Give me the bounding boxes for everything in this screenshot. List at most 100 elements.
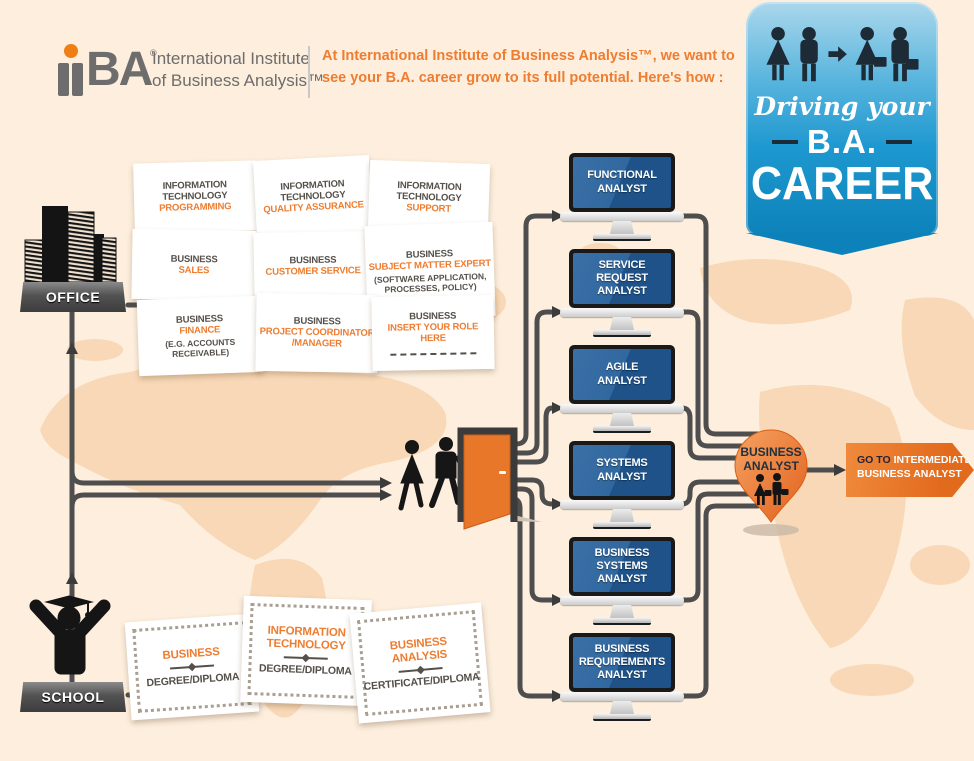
- note-role: FINANCE: [179, 324, 221, 337]
- monitor-foot: [593, 618, 651, 625]
- monitor-screen: SERVICE REQUEST ANALYST: [573, 253, 671, 304]
- monitor-screen: BUSINESS REQUIREMENTS ANALYST: [573, 637, 671, 688]
- monitor-bezel: BUSINESS REQUIREMENTS ANALYST: [569, 633, 675, 692]
- sticky-note-customer-service: BUSINESS CUSTOMER SERVICE: [253, 230, 373, 302]
- walking-people-icon: [398, 437, 467, 511]
- monitor-foot: [593, 714, 651, 721]
- logo-ba-text: BA: [86, 43, 153, 96]
- office-label: OFFICE: [45, 289, 101, 305]
- monitor-stand: [610, 221, 634, 234]
- org-name-line2: of Business Analysis™: [152, 71, 324, 91]
- pin-shape: [734, 429, 808, 523]
- people-promotion-icon: [766, 26, 919, 82]
- monitor-base: [560, 404, 684, 413]
- monitor-label: SERVICE REQUEST: [596, 258, 648, 284]
- monitor-stand: [610, 413, 634, 426]
- monitor-bezel: SYSTEMS ANALYST: [569, 441, 675, 500]
- pin-label-line1: BUSINESS: [740, 445, 801, 459]
- certificate-divider: [398, 664, 442, 675]
- monitor-systems-analyst: SYSTEMS ANALYST: [560, 441, 684, 529]
- sticky-note-insert-your-role: BUSINESS INSERT YOUR ROLE HERE: [371, 294, 495, 372]
- write-in-dash-line: [390, 352, 477, 356]
- monitor-screen: FUNCTIONAL ANALYST: [573, 157, 671, 208]
- monitor-foot: [593, 234, 651, 241]
- monitor-label: FUNCTIONAL: [587, 169, 657, 182]
- badge-career-text: CAREER: [750, 157, 934, 209]
- note-role: SUPPORT: [406, 202, 452, 215]
- sticky-note-project-coordinator: BUSINESS PROJECT COORDINATOR /MANAGER: [255, 292, 379, 374]
- iiba-logo: BA ®: [58, 42, 298, 100]
- graduate-icon: [29, 595, 111, 675]
- badge-ba-text: B.A.: [807, 123, 877, 160]
- open-door-icon: [463, 434, 511, 530]
- monitor-bezel: AGILE ANALYST: [569, 345, 675, 404]
- note-role: INSERT YOUR ROLE HERE: [387, 321, 479, 345]
- note-category: BUSINESS: [289, 254, 337, 266]
- door-floor-shadow: [510, 514, 542, 522]
- logo-i-bar: [72, 63, 83, 96]
- door-frame: [457, 427, 518, 522]
- sticky-note-sales: BUSINESS SALES: [131, 228, 257, 302]
- org-name: International Institute of Business Anal…: [152, 48, 324, 92]
- note-category: BUSINESS: [409, 310, 457, 323]
- monitor-label: ANALYST: [597, 285, 647, 298]
- monitor-label: SYSTEMS: [596, 457, 648, 470]
- monitor-screen: BUSINESS SYSTEMS ANALYST: [573, 541, 671, 592]
- cta-go-to: GO TO: [857, 454, 891, 466]
- school-banner: SCHOOL: [20, 682, 126, 712]
- cta-destination: INTERMEDIATE BUSINESS ANALYST: [857, 454, 972, 480]
- certificate-divider: [170, 662, 214, 672]
- monitor-stand: [610, 701, 634, 714]
- monitor-stand: [610, 317, 634, 330]
- intro-line2: see your B.A. career grow to its full po…: [322, 69, 724, 86]
- monitor-label: ANALYST: [597, 470, 647, 483]
- logo-orange-dot-icon: [64, 44, 78, 58]
- note-category: INFORMATION TECHNOLOGY: [162, 179, 228, 203]
- certificate-credential: CERTIFICATE/DIPLOMA: [363, 671, 481, 694]
- business-people-icon: [754, 473, 789, 505]
- monitor-service-request-analyst: SERVICE REQUEST ANALYST: [560, 249, 684, 337]
- note-sub: (SOFTWARE APPLICATION, PROCESSES, POLICY…: [373, 270, 487, 295]
- monitor-label: ANALYST: [597, 669, 647, 682]
- registered-mark: ®: [150, 48, 157, 58]
- badge-script-text: Driving your: [754, 92, 930, 121]
- business-analyst-pin: BUSINESS ANALYST: [734, 429, 808, 536]
- note-role: SALES: [178, 264, 210, 276]
- office-buildings-icon: [24, 206, 117, 283]
- monitor-base: [560, 212, 684, 221]
- monitor-label: ANALYST: [597, 182, 647, 195]
- logo-i-bar: [58, 63, 69, 96]
- note-role: PROJECT COORDINATOR /MANAGER: [259, 326, 375, 350]
- career-door-scene: [398, 427, 542, 530]
- org-name-line1: International Institute: [152, 49, 310, 68]
- monitor-agile-analyst: AGILE ANALYST: [560, 345, 684, 433]
- certificate-field: INFORMATION TECHNOLOGY: [266, 624, 346, 652]
- badge-point: [746, 233, 938, 255]
- pin-label-line2: ANALYST: [743, 459, 799, 473]
- monitor-bezel: FUNCTIONAL ANALYST: [569, 153, 675, 212]
- note-role: CUSTOMER SERVICE: [265, 264, 361, 278]
- certificate-divider: [284, 653, 328, 662]
- header-divider: [308, 46, 310, 98]
- monitor-bezel: BUSINESS SYSTEMS ANALYST: [569, 537, 675, 596]
- school-label: SCHOOL: [41, 689, 105, 705]
- pin-shadow: [743, 524, 799, 536]
- go-to-intermediate-cta: GO TO INTERMEDIATE BUSINESS ANALYST: [846, 443, 974, 497]
- monitor-foot: [593, 330, 651, 337]
- monitor-functional-analyst: FUNCTIONAL ANALYST: [560, 153, 684, 241]
- certificate-business-analysis: BUSINESS ANALYSIS CERTIFICATE/DIPLOMA: [349, 602, 491, 724]
- sticky-note-programming: INFORMATION TECHNOLOGY PROGRAMMING: [133, 160, 257, 234]
- certificate-business: BUSINESS DEGREE/DIPLOMA: [124, 613, 260, 721]
- certificate-credential: DEGREE/DIPLOMA: [146, 670, 240, 690]
- monitor-business-requirements-analyst: BUSINESS REQUIREMENTS ANALYST: [560, 633, 684, 721]
- sticky-note-quality-assurance: INFORMATION TECHNOLOGY QUALITY ASSURANCE: [253, 155, 373, 239]
- monitor-screen: SYSTEMS ANALYST: [573, 445, 671, 496]
- monitor-stand: [610, 509, 634, 522]
- monitor-label: REQUIREMENTS: [578, 655, 666, 668]
- monitor-base: [560, 308, 684, 317]
- driving-ba-career-badge: Driving your B.A. CAREER: [746, 2, 938, 236]
- monitor-label: AGILE: [605, 361, 639, 374]
- sticky-note-finance: BUSINESS FINANCE (E.G. ACCOUNTS RECEIVAB…: [136, 295, 264, 377]
